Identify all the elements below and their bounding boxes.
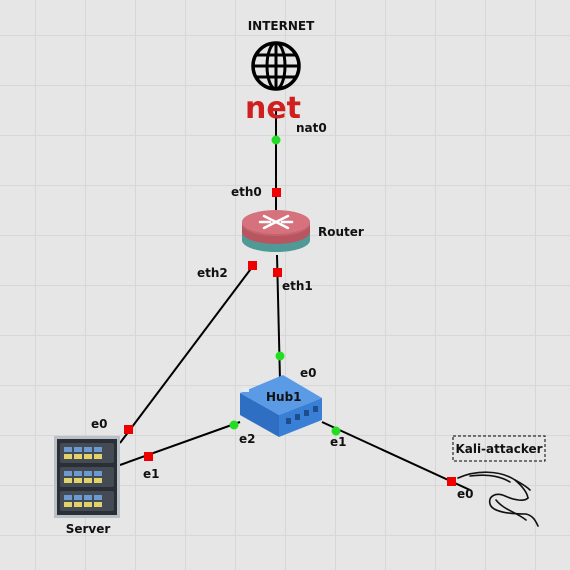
kali-label: Kali-attacker: [455, 442, 542, 456]
port-label-router-eth2: eth2: [197, 266, 228, 280]
port-label-server-e0: e0: [91, 417, 108, 431]
server-label: Server: [66, 522, 111, 536]
router-icon: [242, 210, 310, 252]
port-router-eth0[interactable]: [272, 188, 281, 197]
port-hub-e0[interactable]: [275, 351, 285, 361]
internet-title: INTERNET: [248, 19, 315, 33]
port-markers: [124, 135, 456, 486]
port-server-e1[interactable]: [144, 452, 153, 461]
link-router-server[interactable]: [119, 261, 257, 444]
server-node[interactable]: Server: [54, 436, 120, 536]
kali-dragon-icon: [457, 471, 539, 527]
port-label-hub-e1: e1: [330, 435, 347, 449]
port-hub-e1[interactable]: [331, 426, 341, 436]
port-label-hub-e0: e0: [300, 366, 317, 380]
port-label-server-e1: e1: [143, 467, 160, 481]
port-kali-e0[interactable]: [447, 477, 456, 486]
hub-label: Hub1: [266, 390, 302, 404]
port-server-e0[interactable]: [124, 425, 133, 434]
link-hub-server[interactable]: [119, 421, 241, 466]
port-label-kali-e0: e0: [457, 487, 474, 501]
hub-icon: [240, 375, 322, 437]
port-internet-nat0[interactable]: [271, 135, 281, 145]
link-hub-kali[interactable]: [321, 421, 471, 491]
kali-label-box: [452, 435, 546, 462]
port-hub-e2[interactable]: [229, 420, 239, 430]
kali-node[interactable]: Kali-attacker: [452, 435, 546, 527]
port-label-router-eth0: eth0: [231, 185, 262, 199]
port-router-eth1[interactable]: [273, 268, 282, 277]
router-node[interactable]: Router: [242, 210, 364, 252]
port-label-router-eth1: eth1: [282, 279, 313, 293]
port-router-eth2[interactable]: [248, 261, 257, 270]
hub-node[interactable]: Hub1: [240, 375, 322, 437]
globe-icon: [251, 41, 301, 91]
port-label-hub-e2: e2: [239, 432, 256, 446]
internet-node[interactable]: INTERNET net: [245, 19, 315, 126]
server-icon: [54, 436, 120, 518]
internet-subtitle: net: [245, 91, 301, 126]
port-labels: nat0 eth0 eth1 eth2 e0 e1 e2 e0 e1 e0: [91, 121, 474, 501]
port-label-nat0: nat0: [296, 121, 327, 135]
links: [119, 110, 471, 491]
router-label: Router: [318, 225, 364, 239]
